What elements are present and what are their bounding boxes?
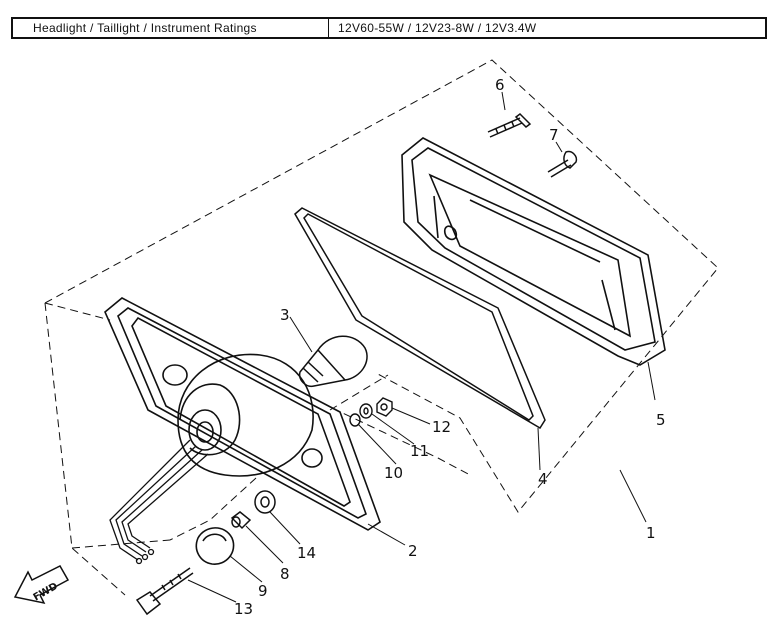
callout-12: 12 xyxy=(432,418,451,436)
callout-10: 10 xyxy=(384,464,403,482)
bulb xyxy=(298,335,368,388)
ratings-value: 12V60-55W / 12V23-8W / 12V3.4W xyxy=(338,21,537,35)
bolt-13 xyxy=(135,567,194,616)
callout-5: 5 xyxy=(656,411,666,429)
wire-harness xyxy=(109,439,209,565)
damper-9 xyxy=(195,527,235,565)
washer-10 xyxy=(349,413,361,427)
callout-14: 14 xyxy=(297,544,316,562)
nut-12 xyxy=(376,397,393,417)
spacer-8 xyxy=(230,511,252,530)
taillight-lens-base xyxy=(104,297,381,531)
ratings-table: Headlight / Taillight / Instrument Ratin… xyxy=(11,17,767,39)
callout-6: 6 xyxy=(495,76,505,94)
grommet-14 xyxy=(254,490,276,514)
callout-8: 8 xyxy=(280,565,290,583)
fwd-arrow-icon: FWD xyxy=(13,565,70,605)
callout-9: 9 xyxy=(258,582,268,600)
callout-11: 11 xyxy=(410,442,429,460)
washer-11 xyxy=(359,403,373,419)
gasket xyxy=(294,207,546,430)
assembly-boundary xyxy=(44,59,719,596)
callout-7: 7 xyxy=(549,126,559,144)
callout-13: 13 xyxy=(234,600,253,618)
callout-1: 1 xyxy=(646,524,656,542)
callout-4: 4 xyxy=(538,470,548,488)
callout-3: 3 xyxy=(280,306,290,324)
screw-6 xyxy=(487,113,532,138)
screw-7 xyxy=(547,150,578,178)
taillight-housing xyxy=(401,137,666,366)
bulb-socket xyxy=(177,353,314,477)
callout-leaders xyxy=(187,91,656,603)
ratings-label: Headlight / Taillight / Instrument Ratin… xyxy=(13,19,329,37)
callout-labels: 1 2 3 4 5 6 7 8 9 10 11 12 13 14 xyxy=(234,76,666,618)
callout-2: 2 xyxy=(408,542,418,560)
